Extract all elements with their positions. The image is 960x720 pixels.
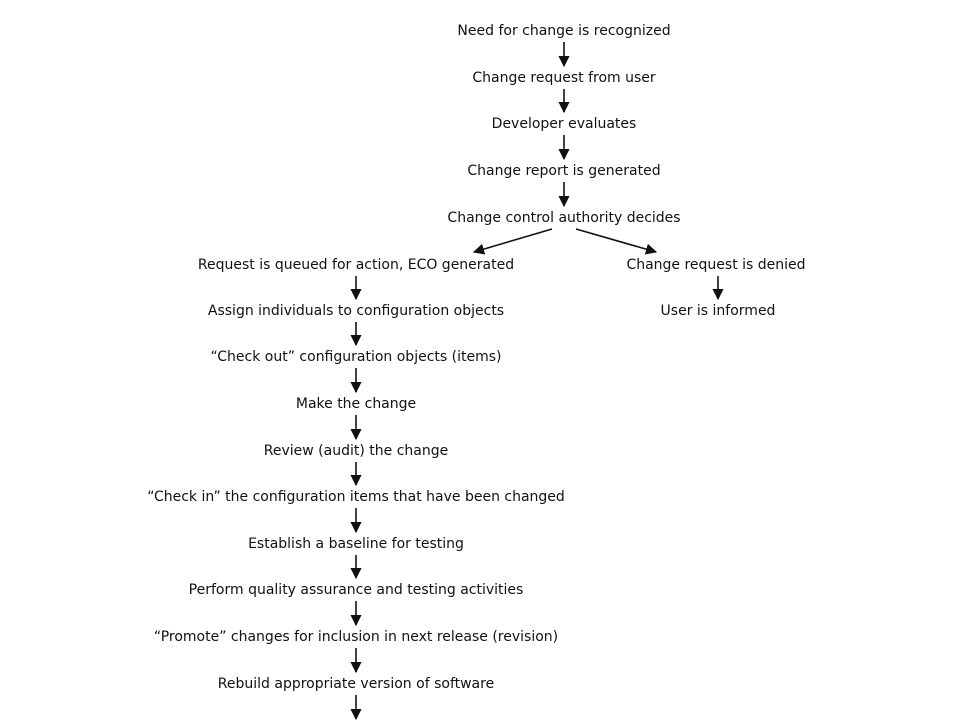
step-make-change: Make the change [295, 396, 417, 412]
arrow-fork-denied [575, 228, 658, 255]
step-promote-changes: “Promote” changes for inclusion in next … [153, 629, 559, 645]
step-change-report: Change report is generated [467, 163, 661, 179]
step-check-in: “Check in” the configuration items that … [147, 489, 565, 505]
step-rebuild-software: Rebuild appropriate version of software [217, 676, 495, 692]
step-assign-individuals: Assign individuals to configuration obje… [207, 303, 505, 319]
step-user-informed: User is informed [660, 303, 776, 319]
step-change-request: Change request from user [472, 70, 656, 86]
step-request-queued: Request is queued for action, ECO genera… [197, 257, 515, 273]
step-request-denied: Change request is denied [626, 257, 806, 273]
step-qa-testing: Perform quality assurance and testing ac… [188, 582, 524, 598]
step-developer-evaluates: Developer evaluates [491, 116, 637, 132]
step-establish-baseline: Establish a baseline for testing [248, 536, 464, 552]
step-check-out: “Check out” configuration objects (items… [210, 349, 502, 365]
step-review-change: Review (audit) the change [263, 443, 449, 459]
step-cca-decides: Change control authority decides [447, 210, 681, 226]
arrow-fork-approved [472, 228, 553, 255]
step-need-recognized: Need for change is recognized [457, 23, 671, 39]
